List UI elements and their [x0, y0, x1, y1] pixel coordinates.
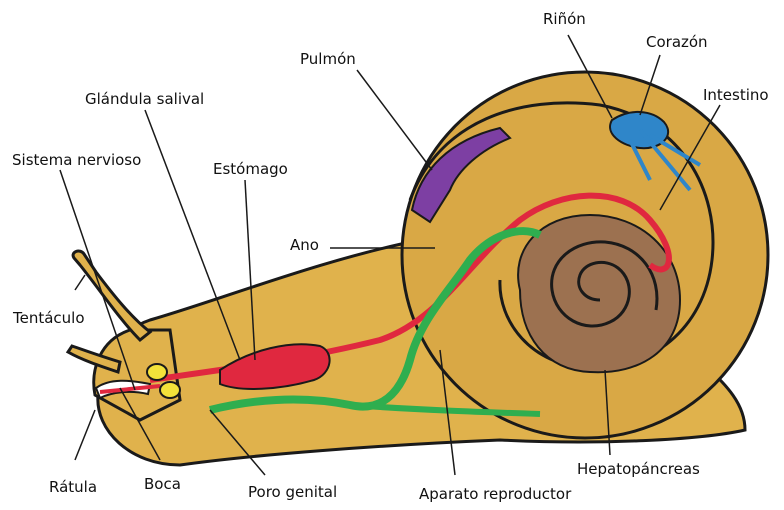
label-corazon: Corazón — [646, 35, 708, 50]
label-rinon: Riñón — [543, 12, 586, 27]
label-estomago: Estómago — [213, 162, 288, 177]
label-tentaculo: Tentáculo — [13, 311, 85, 326]
label-ano: Ano — [290, 238, 319, 253]
label-aparato-reproductor: Aparato reproductor — [419, 487, 571, 502]
label-pulmon: Pulmón — [300, 52, 356, 67]
label-glandula-salival: Glándula salival — [85, 92, 204, 107]
label-ratula: Rátula — [49, 480, 97, 495]
label-sistema-nervioso: Sistema nervioso — [12, 153, 141, 168]
nervous-system — [147, 364, 167, 380]
label-intestino: Intestino — [703, 88, 769, 103]
label-poro-genital: Poro genital — [248, 485, 337, 500]
label-boca: Boca — [144, 477, 181, 492]
nervous-ganglion — [160, 382, 180, 398]
label-hepatopancreas: Hepatopáncreas — [577, 462, 700, 477]
